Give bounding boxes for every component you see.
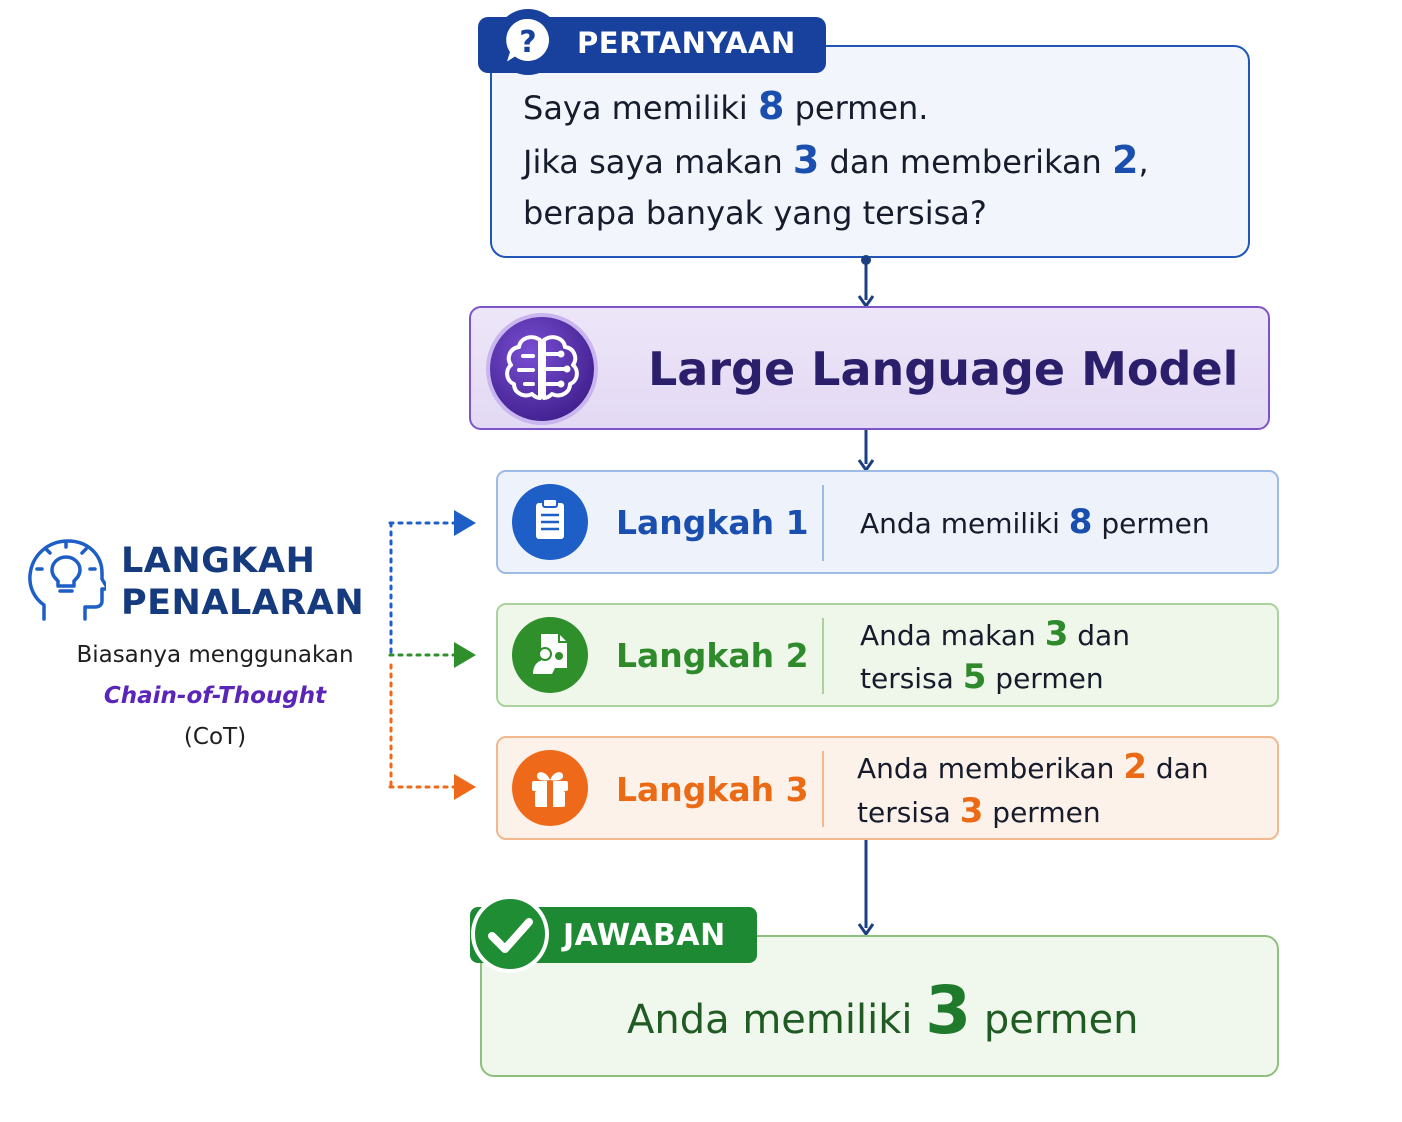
answer-title: JAWABAN xyxy=(563,918,726,953)
step-2-text-line-1: Anda makan 3 dan xyxy=(860,614,1130,654)
step-2-text-line-2: tersisa 5 permen xyxy=(860,657,1104,697)
clipboard-icon xyxy=(512,484,588,560)
eating-person-icon xyxy=(512,617,588,693)
question-title: PERTANYAAN xyxy=(577,26,796,60)
model-box xyxy=(469,306,1270,430)
question-line-1: Saya memiliki 8 permen. xyxy=(523,84,929,128)
step-1-divider xyxy=(822,485,824,561)
gift-icon xyxy=(512,750,588,826)
step-1-box xyxy=(496,470,1279,574)
svg-text:?: ? xyxy=(519,25,536,60)
arrow-to-step-3 xyxy=(454,774,476,800)
reasoning-subtitle: Biasanya menggunakan xyxy=(76,642,354,668)
arrow-model-to-steps xyxy=(857,430,875,472)
arrow-to-step-1 xyxy=(454,510,476,536)
step-3-label: Langkah 3 xyxy=(616,770,809,809)
model-title: Large Language Model xyxy=(648,342,1239,396)
step-2-label: Langkah 2 xyxy=(616,636,809,675)
answer-text: Anda memiliki 3 permen xyxy=(627,972,1139,1049)
checkmark-icon xyxy=(471,895,549,973)
brain-circuit-icon xyxy=(486,313,598,425)
question-bubble-icon: ? xyxy=(495,9,561,75)
step-3-box xyxy=(496,736,1279,840)
step-2-box xyxy=(496,603,1279,707)
head-lightbulb-icon xyxy=(28,539,106,621)
step-3-text-line-2: tersisa 3 permen xyxy=(857,791,1101,831)
arrow-to-step-2 xyxy=(454,642,476,668)
reasoning-title: LANGKAH PENALARAN xyxy=(121,541,365,623)
dotted-connectors xyxy=(388,510,476,800)
step-3-text-line-1: Anda memberikan 2 dan xyxy=(857,747,1209,787)
step-1-text: Anda memiliki 8 permen xyxy=(860,502,1210,542)
arrow-question-to-model xyxy=(857,255,875,309)
question-line-3: berapa banyak yang tersisa? xyxy=(523,194,987,232)
question-line-2: Jika saya makan 3 dan memberikan 2, xyxy=(523,138,1149,182)
step-1-label: Langkah 1 xyxy=(616,503,809,542)
step-3-divider xyxy=(822,751,824,827)
reasoning-cot-abbrev: (CoT) xyxy=(183,724,247,750)
step-2-divider xyxy=(822,618,824,694)
question-box xyxy=(490,45,1250,258)
arrow-steps-to-answer xyxy=(857,840,875,937)
reasoning-cot-term: Chain-of-Thought xyxy=(103,683,327,709)
